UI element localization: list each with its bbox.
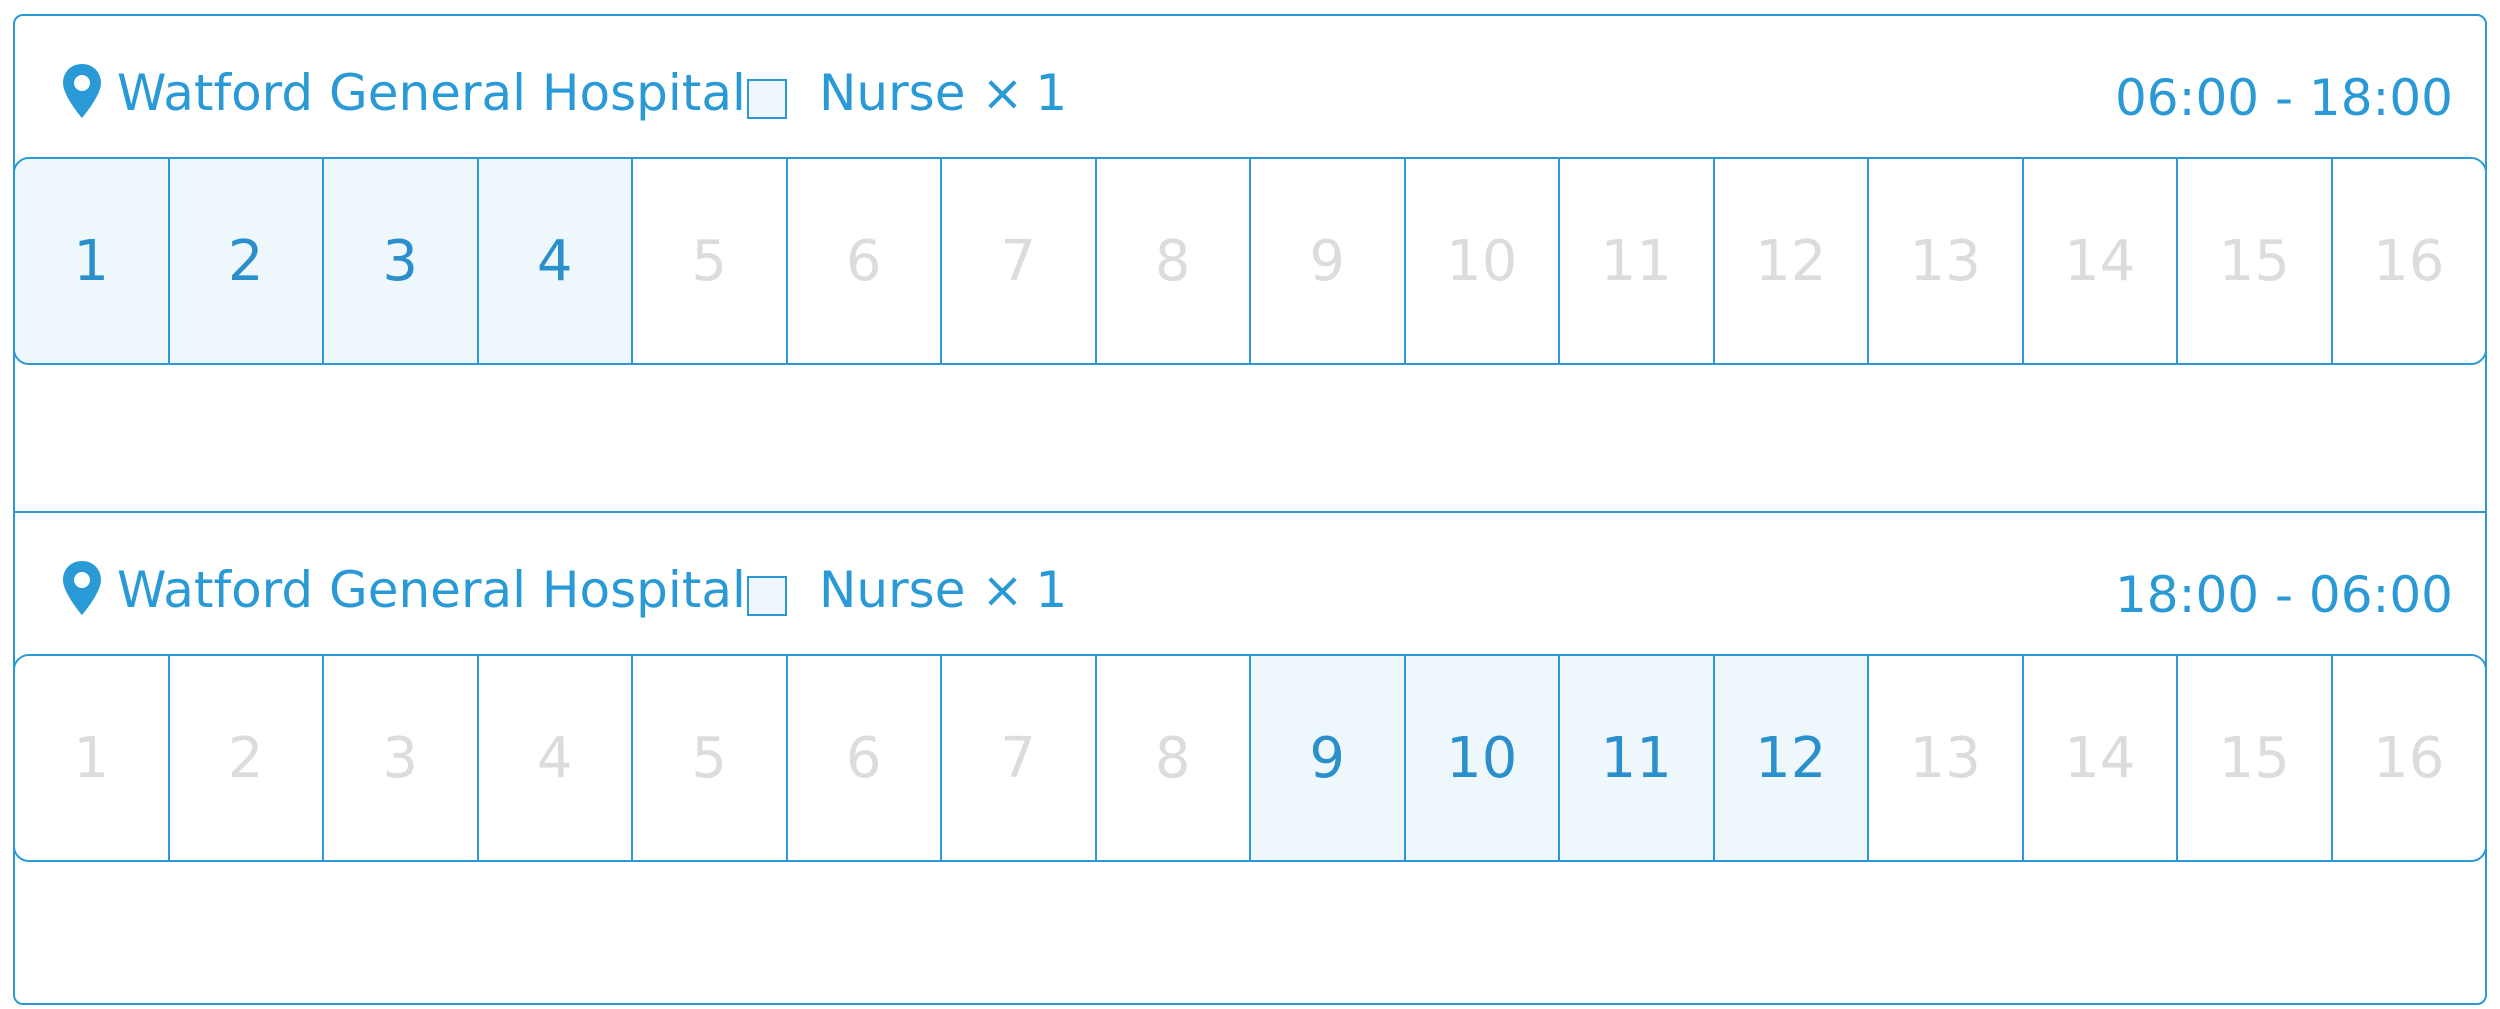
time-range: 06:00 - 18:00 <box>2114 69 2453 127</box>
slot-9[interactable]: 9 <box>1251 159 1406 363</box>
location-name: Watford General Hospital <box>117 64 746 122</box>
slot-12[interactable]: 12 <box>1714 159 1869 363</box>
slot-8[interactable]: 8 <box>1096 656 1251 860</box>
slot-16[interactable]: 16 <box>2332 159 2485 363</box>
slot-4[interactable]: 4 <box>478 656 633 860</box>
slot-9[interactable]: 9 <box>1251 656 1406 860</box>
slot-13[interactable]: 13 <box>1869 159 2024 363</box>
slot-2[interactable]: 2 <box>169 159 324 363</box>
shift-header: Watford General Hospital Nurse×1 06:00 -… <box>15 16 2485 157</box>
role-count: 1 <box>1035 561 1068 619</box>
role-checkbox[interactable] <box>747 576 787 616</box>
location-name: Watford General Hospital <box>117 561 746 619</box>
role-name: Nurse <box>819 64 966 122</box>
slot-3[interactable]: 3 <box>324 159 479 363</box>
shift-list: Watford General Hospital Nurse×1 06:00 -… <box>13 14 2487 1005</box>
times-sign: × <box>981 561 1024 619</box>
map-pin-icon <box>63 561 101 615</box>
slot-4[interactable]: 4 <box>478 159 633 363</box>
slot-6[interactable]: 6 <box>787 159 942 363</box>
slot-2[interactable]: 2 <box>169 656 324 860</box>
slot-13[interactable]: 13 <box>1869 656 2024 860</box>
role-label: Nurse×1 <box>819 565 1067 615</box>
slot-15[interactable]: 15 <box>2178 656 2333 860</box>
map-pin-icon <box>63 64 101 118</box>
slot-15[interactable]: 15 <box>2178 159 2333 363</box>
slot-11[interactable]: 11 <box>1560 656 1715 860</box>
shift-card-day: Watford General Hospital Nurse×1 06:00 -… <box>15 16 2485 511</box>
role-checkbox[interactable] <box>747 79 787 119</box>
slot-7[interactable]: 7 <box>942 656 1097 860</box>
slot-8[interactable]: 8 <box>1096 159 1251 363</box>
role-name: Nurse <box>819 561 966 619</box>
shift-card-night: Watford General Hospital Nurse×1 18:00 -… <box>15 511 2485 1003</box>
slot-14[interactable]: 14 <box>2023 656 2178 860</box>
slot-5[interactable]: 5 <box>633 656 788 860</box>
slot-1[interactable]: 1 <box>15 656 170 860</box>
slot-7[interactable]: 7 <box>942 159 1097 363</box>
slot-12[interactable]: 12 <box>1714 656 1869 860</box>
slot-5[interactable]: 5 <box>633 159 788 363</box>
role-count: 1 <box>1035 64 1068 122</box>
time-range: 18:00 - 06:00 <box>2114 566 2453 624</box>
role-label: Nurse×1 <box>819 68 1067 118</box>
slot-6[interactable]: 6 <box>787 656 942 860</box>
times-sign: × <box>981 64 1024 122</box>
slot-10[interactable]: 10 <box>1405 159 1560 363</box>
slot-3[interactable]: 3 <box>324 656 479 860</box>
slot-16[interactable]: 16 <box>2332 656 2485 860</box>
slot-11[interactable]: 11 <box>1560 159 1715 363</box>
shift-header: Watford General Hospital Nurse×1 18:00 -… <box>15 513 2485 654</box>
slot-10[interactable]: 10 <box>1405 656 1560 860</box>
slot-14[interactable]: 14 <box>2023 159 2178 363</box>
slot-1[interactable]: 1 <box>15 159 170 363</box>
